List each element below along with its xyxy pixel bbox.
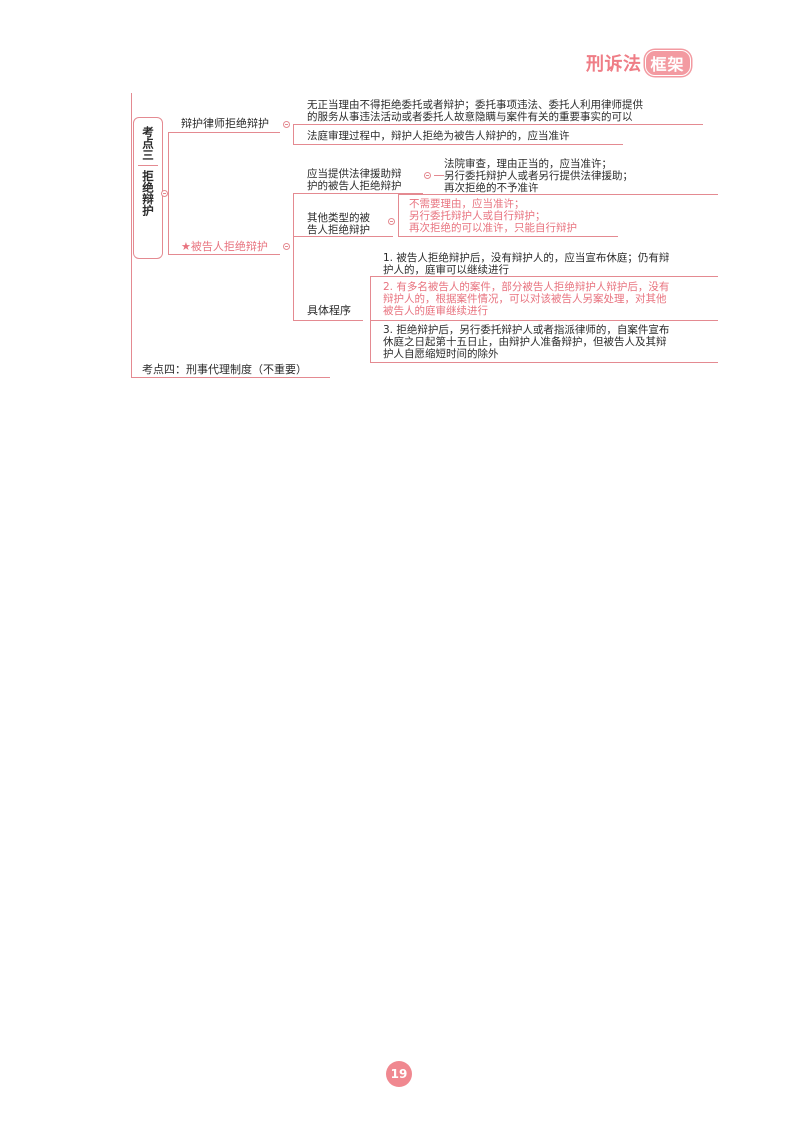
other-label-1: 其他类型的被: [307, 212, 370, 224]
procedure-item2-line2: 辩护人的，根据案件情况，可以对该被告人另案处理，对其他: [383, 293, 667, 305]
page-number-badge: 19: [386, 1061, 412, 1087]
lawyer-item1-underline: [293, 124, 703, 125]
other-label-2: 告人拒绝辩护: [307, 224, 370, 236]
branch-defendant-text: 被告人拒绝辩护: [190, 240, 268, 253]
star-icon: ★: [181, 240, 191, 253]
lawyer-item2-underline: [293, 144, 623, 145]
other-bottom-line: [398, 236, 618, 237]
other-top-line: [398, 194, 718, 195]
brand-title: 刑诉法: [586, 54, 642, 75]
lawyer-item1-line2: 的服务从事违法活动或者委托人故意隐瞒与案件有关的重要事实的可以: [307, 111, 633, 123]
root-collapse-icon[interactable]: [161, 190, 168, 197]
procedure-item3-line3: 护人自愿缩短时间的除外: [383, 348, 499, 360]
procedure-item2-line3: 被告人的庭审继续进行: [383, 305, 488, 317]
branch-defendant-collapse-icon[interactable]: [283, 243, 290, 250]
legal-aid-label-2: 护的被告人拒绝辩护: [307, 180, 402, 192]
branch-lawyer-vertical: [293, 124, 294, 144]
procedure-item2-line1: 2. 有多名被告人的案件，部分被告人拒绝辩护人辩护后，没有: [383, 281, 670, 293]
procedure-vertical: [370, 276, 371, 362]
root-separator: [138, 164, 158, 166]
legal-aid-collapse-icon[interactable]: [424, 172, 431, 179]
procedure-item3-underline: [370, 362, 718, 363]
root-branch-top: [168, 132, 180, 133]
branch-lawyer-underline: [178, 132, 280, 133]
legal-aid-underline: [293, 193, 423, 194]
legal-aid-line2: 另行委托辩护人或者另行提供法律援助；: [444, 170, 633, 182]
procedure-underline: [293, 320, 363, 321]
other-line3: 再次拒绝的可以准许，只能自行辩护: [409, 222, 577, 234]
other-line1: 不需要理由，应当准许；: [409, 198, 525, 210]
next-topic-underline: [131, 377, 330, 378]
lawyer-item1-line1: 无正当理由不得拒绝委托或者辩护；委托事项违法、委托人利用律师提供: [307, 99, 643, 111]
procedure-item2-underline: [370, 320, 718, 321]
brand-logo: 刑诉法 框架: [586, 50, 691, 76]
legal-aid-connector: [434, 175, 444, 176]
root-branch-bottom: [168, 254, 180, 255]
legal-aid-line3: 再次拒绝的不予准许: [444, 182, 539, 194]
left-spine-line: [131, 93, 132, 377]
legal-aid-label-1: 应当提供法律援助辩: [307, 168, 402, 180]
other-vertical: [398, 194, 399, 236]
next-topic: 考点四：刑事代理制度（不重要）: [142, 363, 307, 376]
root-branch-vertical: [168, 132, 169, 254]
procedure-item1-underline: [370, 276, 718, 277]
root-label-1: 考点三: [141, 126, 155, 161]
root-label-2: 拒绝辩护: [141, 169, 155, 216]
procedure-item3-line2: 休庭之日起第十五日止，由辩护人准备辩护，但被告人及其辩: [383, 336, 667, 348]
procedure-item3-line1: 3. 拒绝辩护后，另行委托辩护人或者指派律师的，自案件宣布: [383, 324, 670, 336]
procedure-item1-line1: 1. 被告人拒绝辩护后，没有辩护人的，应当宣布休庭；仍有辩: [383, 252, 670, 264]
branch-defendant-label: ★被告人拒绝辩护: [181, 240, 268, 254]
lawyer-item2: 法庭审理过程中，辩护人拒绝为被告人辩护的，应当准许: [307, 130, 570, 142]
branch-defendant-vertical: [293, 193, 294, 320]
branch-defendant-underline: [178, 254, 280, 255]
procedure-label: 具体程序: [307, 304, 351, 317]
other-underline: [293, 236, 393, 237]
procedure-item1-line2: 护人的，庭审可以继续进行: [383, 264, 509, 276]
other-collapse-icon[interactable]: [388, 218, 395, 225]
branch-lawyer-label: 辩护律师拒绝辩护: [181, 117, 269, 130]
root-node: 考点三 拒绝辩护: [133, 117, 163, 259]
legal-aid-line1: 法院审查，理由正当的，应当准许；: [444, 158, 612, 170]
branch-lawyer-collapse-icon[interactable]: [283, 121, 290, 128]
brand-badge: 框架: [644, 50, 691, 76]
page-number: 19: [390, 1067, 408, 1081]
other-line2: 另行委托辩护人或自行辩护；: [409, 210, 546, 222]
